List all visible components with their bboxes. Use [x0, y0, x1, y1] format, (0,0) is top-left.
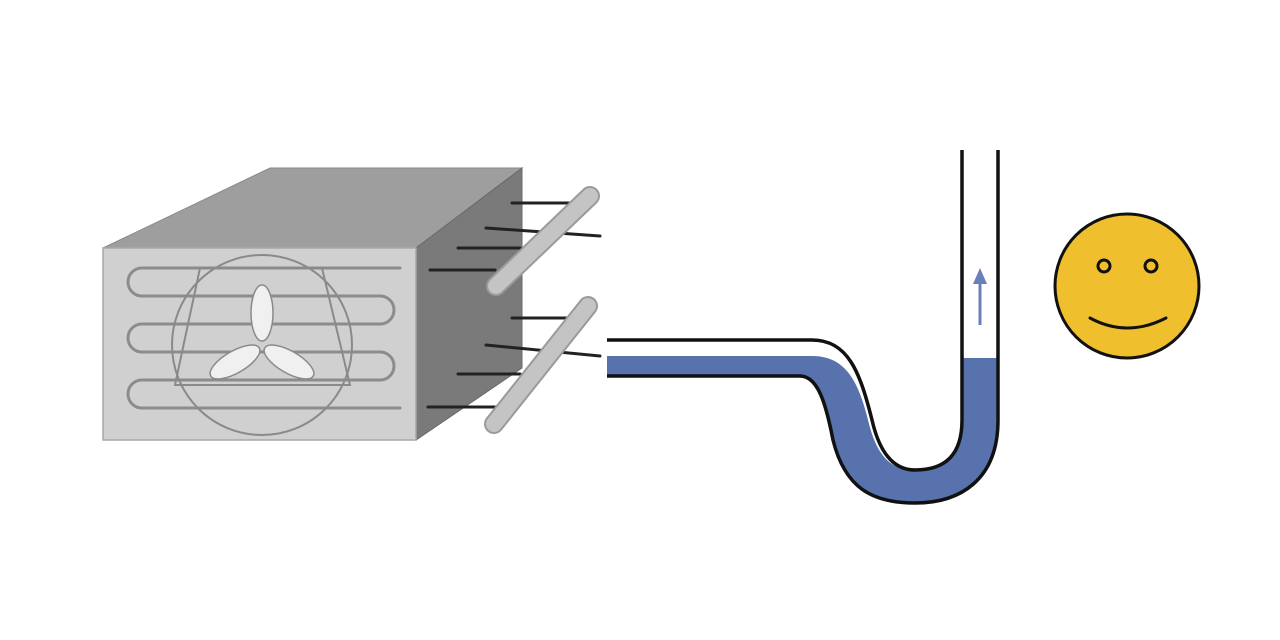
unit-front-face: [102, 247, 417, 441]
left-eye: [1096, 258, 1112, 274]
upper-pipe: [486, 186, 600, 296]
drain-trap: [607, 150, 1000, 505]
smile: [1088, 316, 1168, 330]
flow-arrow-up-icon: [973, 268, 987, 325]
fan-icon: [209, 284, 315, 380]
right-eye: [1143, 258, 1159, 274]
fan-housing: [171, 254, 353, 436]
trap-outline: [607, 150, 1000, 505]
unit-coil: [126, 266, 402, 410]
lower-pipe: [484, 296, 598, 434]
trap-water: [607, 356, 998, 503]
fan-guard: [173, 267, 352, 386]
smiley-face-icon: [1053, 212, 1201, 360]
condensing-unit: [102, 166, 602, 441]
